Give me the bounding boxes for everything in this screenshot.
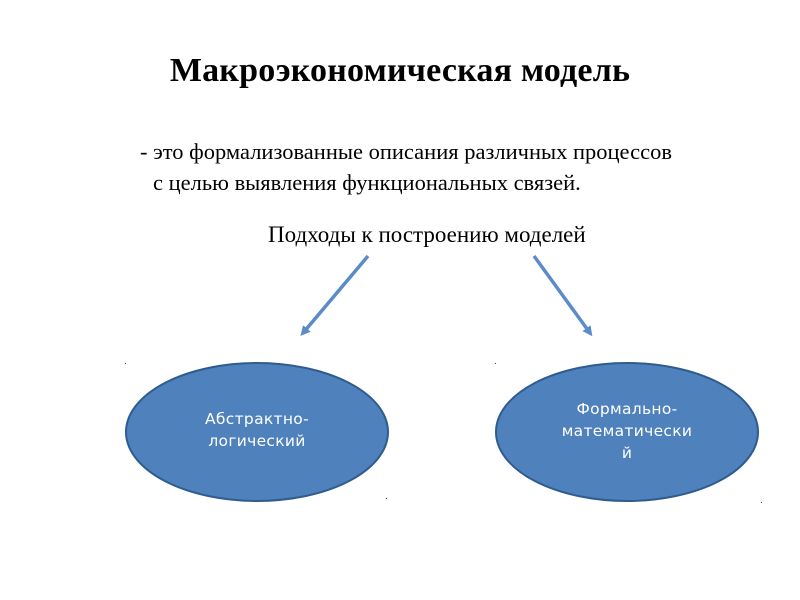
arrow-left [300,254,370,337]
node-label-abstract-logical: Абстрактно- логический [205,410,309,450]
node-abstract-logical [125,362,389,502]
approaches-heading: Подходы к построению моделей [268,222,586,247]
definition-line-1: - это формализованные описания различных… [140,139,672,164]
bullet-dot: . [760,495,763,506]
bullet-dot: . [124,356,127,367]
definition-line-2: с целью выявления функциональных связей. [153,170,581,195]
arrow-right [532,254,593,337]
slide-title: Макроэкономическая модель [169,52,631,89]
bullet-dot: . [385,491,388,502]
bullet-dot: . [494,356,497,367]
node-label-formal-mathematical: Формально- математически й [561,400,693,462]
definition-text: - это формализованные описания различных… [140,136,780,198]
node-formal-mathematical [495,362,759,502]
